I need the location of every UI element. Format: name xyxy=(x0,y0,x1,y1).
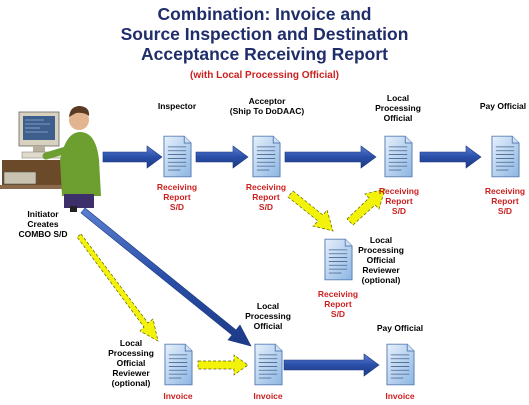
diagram-subtitle: (with Local Processing Official) xyxy=(190,70,339,81)
yellow-dashed-arrows xyxy=(76,188,386,376)
arrow-initiator-to-lpo-bottom xyxy=(80,207,252,347)
arrow-lpo-bottom-to-pay xyxy=(283,353,380,377)
actor-inspector-label: Inspector xyxy=(157,101,197,111)
title-line-1: Combination: Invoice and xyxy=(157,4,372,24)
initiator-computer-icon xyxy=(0,106,101,212)
arrow-reviewer-to-lpo-top xyxy=(346,188,386,226)
arrow-acceptor-to-reviewer xyxy=(287,190,334,232)
arrow-initiator-to-inspector xyxy=(102,145,163,169)
document-inv-pay-icon xyxy=(386,343,415,386)
blue-arrows xyxy=(80,145,482,377)
doc-inv-lpo-label: Invoice xyxy=(253,391,283,401)
doc-inv-pay-label: Invoice xyxy=(385,391,415,401)
document-inv-reviewer-icon xyxy=(164,343,193,386)
actor-acceptor-label: Acceptor(Ship To DoDAAC) xyxy=(229,96,305,116)
doc-inv-reviewer-label: Invoice xyxy=(163,391,193,401)
document-rr-acceptor-icon xyxy=(252,135,281,178)
arrow-inspector-to-acceptor xyxy=(195,145,249,169)
document-rr-lpo-icon xyxy=(384,135,413,178)
title-line-2: Source Inspection and Destination xyxy=(120,24,409,44)
arrow-lpo-to-pay xyxy=(419,145,482,169)
arrow-initiator-to-reviewer xyxy=(76,233,159,342)
arrow-reviewer-to-lpo-bottom xyxy=(197,354,249,376)
actor-pay-official-bottom-label: Pay Official xyxy=(376,323,424,333)
document-rr-pay-icon xyxy=(491,135,520,178)
document-inv-lpo-icon xyxy=(254,343,283,386)
document-rr-reviewer-icon xyxy=(324,238,353,281)
arrow-acceptor-to-lpo xyxy=(284,145,377,169)
actor-pay-official-top-label: Pay Official xyxy=(479,101,527,111)
title-line-3: Acceptance Receiving Report xyxy=(140,44,389,64)
diagram-title: Combination: Invoice and Source Inspecti… xyxy=(0,4,529,64)
document-rr-inspector-icon xyxy=(163,135,192,178)
